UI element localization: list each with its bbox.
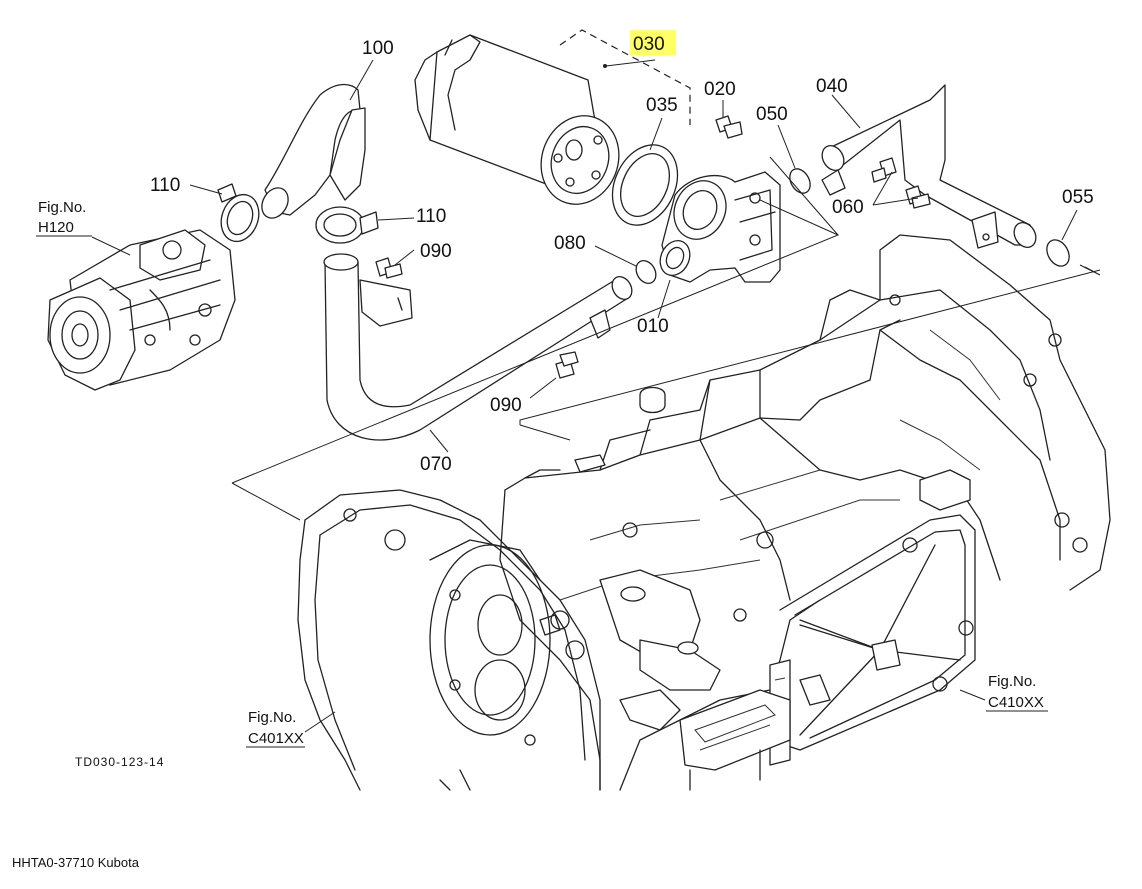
drawing-code: TD030-123-14	[75, 755, 164, 769]
bolts-060	[871, 157, 931, 209]
figref-h120-prefix: Fig.No.	[38, 199, 86, 216]
callout-070: 070	[420, 454, 452, 475]
callout-090-bottom: 090	[490, 395, 522, 416]
hydraulic-pump	[47, 229, 236, 391]
callout-080: 080	[554, 233, 586, 254]
oil-filter	[414, 34, 620, 205]
callout-110-right: 110	[416, 206, 446, 227]
callout-020: 020	[704, 79, 736, 100]
callout-010: 010	[637, 316, 669, 337]
figref-h120-code: H120	[38, 219, 74, 236]
callout-035: 035	[646, 95, 678, 116]
figref-c401-prefix: Fig.No.	[248, 709, 296, 726]
pipe-040	[821, 84, 1037, 249]
filter-gasket	[611, 144, 679, 226]
o-ring-050	[789, 168, 811, 194]
figure-references: Fig.No. H120 Fig.No. C401XX Fig.No. C410…	[36, 199, 1048, 748]
bolt-090-bottom	[555, 351, 579, 379]
figref-c410-code: C410XX	[988, 694, 1044, 711]
callout-110-left: 110	[150, 175, 180, 196]
hose-100	[261, 83, 366, 219]
hose-clamp-left	[217, 183, 260, 243]
callout-090-top: 090	[420, 241, 452, 262]
callout-030: 030	[633, 34, 665, 55]
filter-group-dashed	[559, 29, 691, 125]
callout-055: 055	[1062, 187, 1094, 208]
callout-100: 100	[362, 38, 394, 59]
bolt-090-top	[375, 257, 403, 279]
filter-bracket	[659, 171, 781, 283]
bolt-020	[715, 115, 743, 139]
pipe-070	[323, 253, 633, 441]
hose-clamp-right	[315, 206, 379, 244]
callout-050: 050	[756, 104, 788, 125]
leader-lines	[91, 59, 1078, 733]
footer-caption: HHTA0-37710 Kubota	[12, 855, 140, 870]
transmission-housing	[297, 234, 1111, 791]
o-ring-055	[1046, 239, 1070, 267]
callout-040: 040	[816, 76, 848, 97]
group-outline	[231, 156, 1101, 521]
highlight-030	[630, 30, 676, 55]
o-ring-080	[635, 260, 657, 284]
figref-c401-code: C401XX	[248, 730, 304, 747]
callout-060: 060	[832, 197, 864, 218]
callout-labels: 100 030 035 020 050 040 110 110 090 080 …	[150, 30, 1094, 475]
figref-c410-prefix: Fig.No.	[988, 673, 1036, 690]
